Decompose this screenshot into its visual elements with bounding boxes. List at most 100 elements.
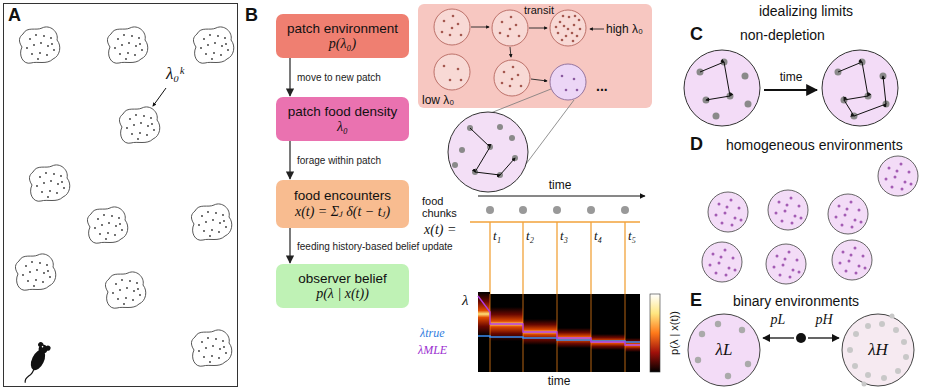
patch-environment-panel [510,47,511,57]
edge-label: feeding history-based belief update [295,240,455,251]
zoomed-patch [452,124,518,178]
mouse-icon [41,346,43,348]
spike-train [470,222,640,294]
belief-heatmap [478,336,640,342]
panel-title: binary environments [733,293,859,309]
time-axis [478,196,645,197]
homogeneous-patch [766,244,806,284]
patch-environment-panel [471,27,547,81]
time-label: t₃ [560,228,568,244]
time-label: t₂ [526,228,534,244]
non-depletion-patch [764,89,817,91]
flow-arrow [289,58,290,96]
zoomed-patch [509,135,515,141]
binary-patch [890,314,895,319]
binary-patch [847,314,909,387]
binary-patch [901,339,907,345]
binary-patch [695,321,751,379]
probability-label: pH [815,312,832,328]
mouse-icon [21,341,51,386]
homogeneous-patch [708,192,748,232]
patch-environment-panel [555,15,582,43]
patch-environment-panel [576,89,579,92]
binary-patch [725,373,731,379]
mouse-icon [45,345,52,352]
homogeneous-patch [832,240,872,280]
box-heading: patch environment [287,21,398,36]
axis-label: time [549,178,572,192]
panel-title: homogeneous environments [726,137,903,153]
food-chunk [621,206,629,214]
formula: x(t) = [424,222,456,238]
belief-heatmap [478,294,640,372]
binary-patch [893,327,899,333]
time-label: t₄ [594,228,602,244]
belief-heatmap [490,294,491,372]
non-depletion-patch [713,113,720,120]
patch-environment-panel [590,29,604,30]
time-label: t₅ [628,228,636,244]
spike-train [556,222,557,294]
binary-patch [852,363,858,369]
food-patch [19,27,59,63]
non-depletion-patch [745,101,752,108]
binary-patch [699,331,705,337]
annotation: low λ₀ [422,93,454,107]
homogeneous-patch [768,190,808,230]
food-chunk [486,206,494,214]
patch-environment-panel [471,27,489,28]
food-patch [29,165,69,201]
food-patch [191,330,231,366]
colorbar-label: p(λ | x(t)) [668,311,680,355]
process-box: patch food densityλ₀ [276,97,409,141]
patch-environment-panel [550,10,586,46]
process-box: observer beliefp(λ | x(t)) [276,264,409,308]
axis-label: time [780,70,803,84]
food-patch [15,27,233,366]
panel-letter: E [690,290,702,311]
binary-patch [695,357,701,363]
zoomed-patch [497,124,503,130]
patch-environment-panel [531,79,547,81]
legend-line-label: λMLE [418,343,447,358]
patch-environment-panel [434,9,470,45]
food-patch [107,27,147,63]
food-chunk [587,206,595,214]
binary-patch [865,323,871,329]
patch-environment-panel [434,54,470,90]
box-formula: λ₀ [337,119,348,135]
rate-label: λH [868,340,888,360]
non-depletion-patch [684,50,760,126]
panel-letter: C [690,24,703,45]
non-depletion-patch [700,62,730,100]
zoomed-patch [448,112,528,192]
patch-environment-panel [565,89,568,92]
belief-heatmap [591,294,592,372]
box-formula: x(t) = Σⱼ δ(t − tⱼ) [295,203,390,220]
rate-label: λL [716,340,733,360]
process-box: patch environmentp(λ₀) [276,14,409,58]
binary-patch [842,314,914,386]
binary-patch [739,327,745,333]
binary-patch [796,333,806,343]
annotation: food chunks [422,196,466,219]
food-patch [193,27,233,63]
colorbar [650,294,660,372]
binary-patch [688,314,760,386]
binary-patch [847,347,853,353]
axis-label: λ [462,292,469,309]
flow-arrow [289,228,290,263]
patch-environment-panel [561,75,564,78]
flow-arrow [289,141,290,179]
patch-environment-panel [443,65,463,82]
binary-patch [895,368,901,374]
axis-label: time [548,374,571,388]
panel-frame [4,4,238,387]
mouse-icon [37,341,44,348]
patch-environment-panel [499,16,521,38]
time-axis [478,196,645,197]
patch-environment-panel [561,75,579,92]
